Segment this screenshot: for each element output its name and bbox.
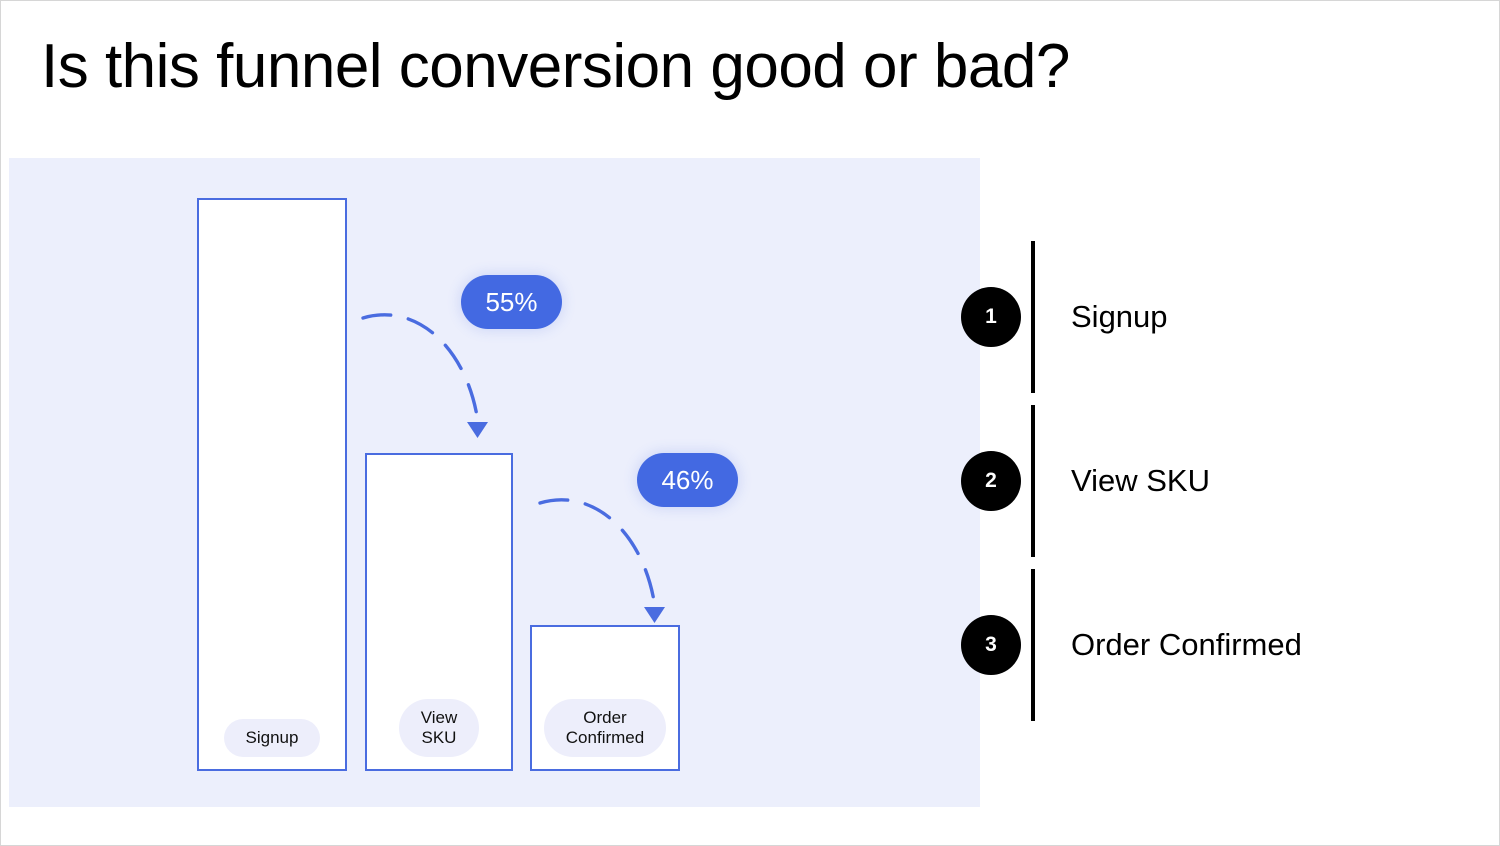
legend-item-view-sku[interactable]: 2 View SKU: [961, 405, 1481, 557]
legend-item-signup[interactable]: 1 Signup: [961, 241, 1481, 393]
conversion-badge-signup-to-view-sku[interactable]: 55%: [461, 275, 562, 329]
conversion-badge-view-sku-to-order[interactable]: 46%: [637, 453, 738, 507]
legend-number-badge: 1: [961, 287, 1021, 347]
funnel-bar-label-view-sku: View SKU: [398, 699, 480, 757]
legend-divider-rule: [1031, 569, 1035, 721]
conversion-badge-value: 55%: [485, 287, 538, 317]
funnel-bar-order-confirmed[interactable]: Order Confirmed: [530, 625, 680, 771]
legend-number-badge: 2: [961, 451, 1021, 511]
funnel-chart-panel: Signup View SKU Order Confirmed 55% 46%: [9, 158, 980, 807]
legend-divider-rule: [1031, 241, 1035, 393]
funnel-bar-view-sku[interactable]: View SKU: [365, 453, 513, 771]
legend-label-view-sku: View SKU: [1071, 463, 1210, 498]
funnel-legend: 1 Signup 2 View SKU 3 Order Confirmed: [961, 241, 1481, 726]
legend-number-badge: 3: [961, 615, 1021, 675]
page-title: Is this funnel conversion good or bad?: [41, 32, 1070, 101]
funnel-bar-label-order-confirmed: Order Confirmed: [543, 699, 667, 757]
conversion-badge-value: 46%: [661, 465, 714, 495]
funnel-bar-label-signup: Signup: [223, 719, 321, 757]
legend-label-order-confirmed: Order Confirmed: [1071, 627, 1302, 662]
legend-label-signup: Signup: [1071, 299, 1168, 334]
legend-divider-rule: [1031, 405, 1035, 557]
funnel-bar-signup[interactable]: Signup: [197, 198, 347, 771]
legend-item-order-confirmed[interactable]: 3 Order Confirmed: [961, 569, 1481, 721]
